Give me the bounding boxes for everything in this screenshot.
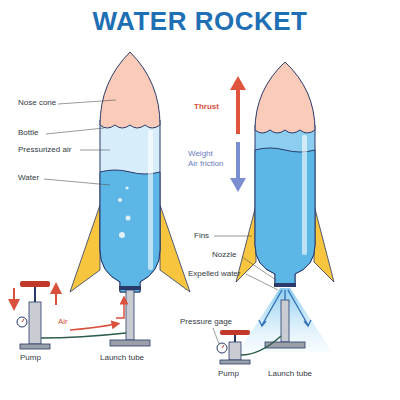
- part-label: Pressure gage: [180, 318, 232, 327]
- part-label: Pump: [218, 370, 239, 379]
- part-label: Fins: [194, 232, 209, 241]
- force-label: Weight: [188, 150, 213, 159]
- part-label: Expelled water: [188, 270, 240, 279]
- part-label: Water: [18, 174, 39, 183]
- part-label: Bottle: [18, 129, 38, 138]
- title: WATER ROCKET: [0, 6, 400, 37]
- part-label: Pressurized air: [18, 146, 71, 155]
- force-label: Thrust: [194, 103, 219, 112]
- part-label: Launch tube: [100, 354, 144, 363]
- part-label: Pump: [20, 354, 41, 363]
- part-label: Nose cone: [18, 99, 56, 108]
- flow-label: Air: [58, 318, 68, 327]
- part-label: Nozzle: [212, 251, 236, 260]
- force-label: Air friction: [188, 160, 224, 169]
- part-label: Launch tube: [268, 370, 312, 379]
